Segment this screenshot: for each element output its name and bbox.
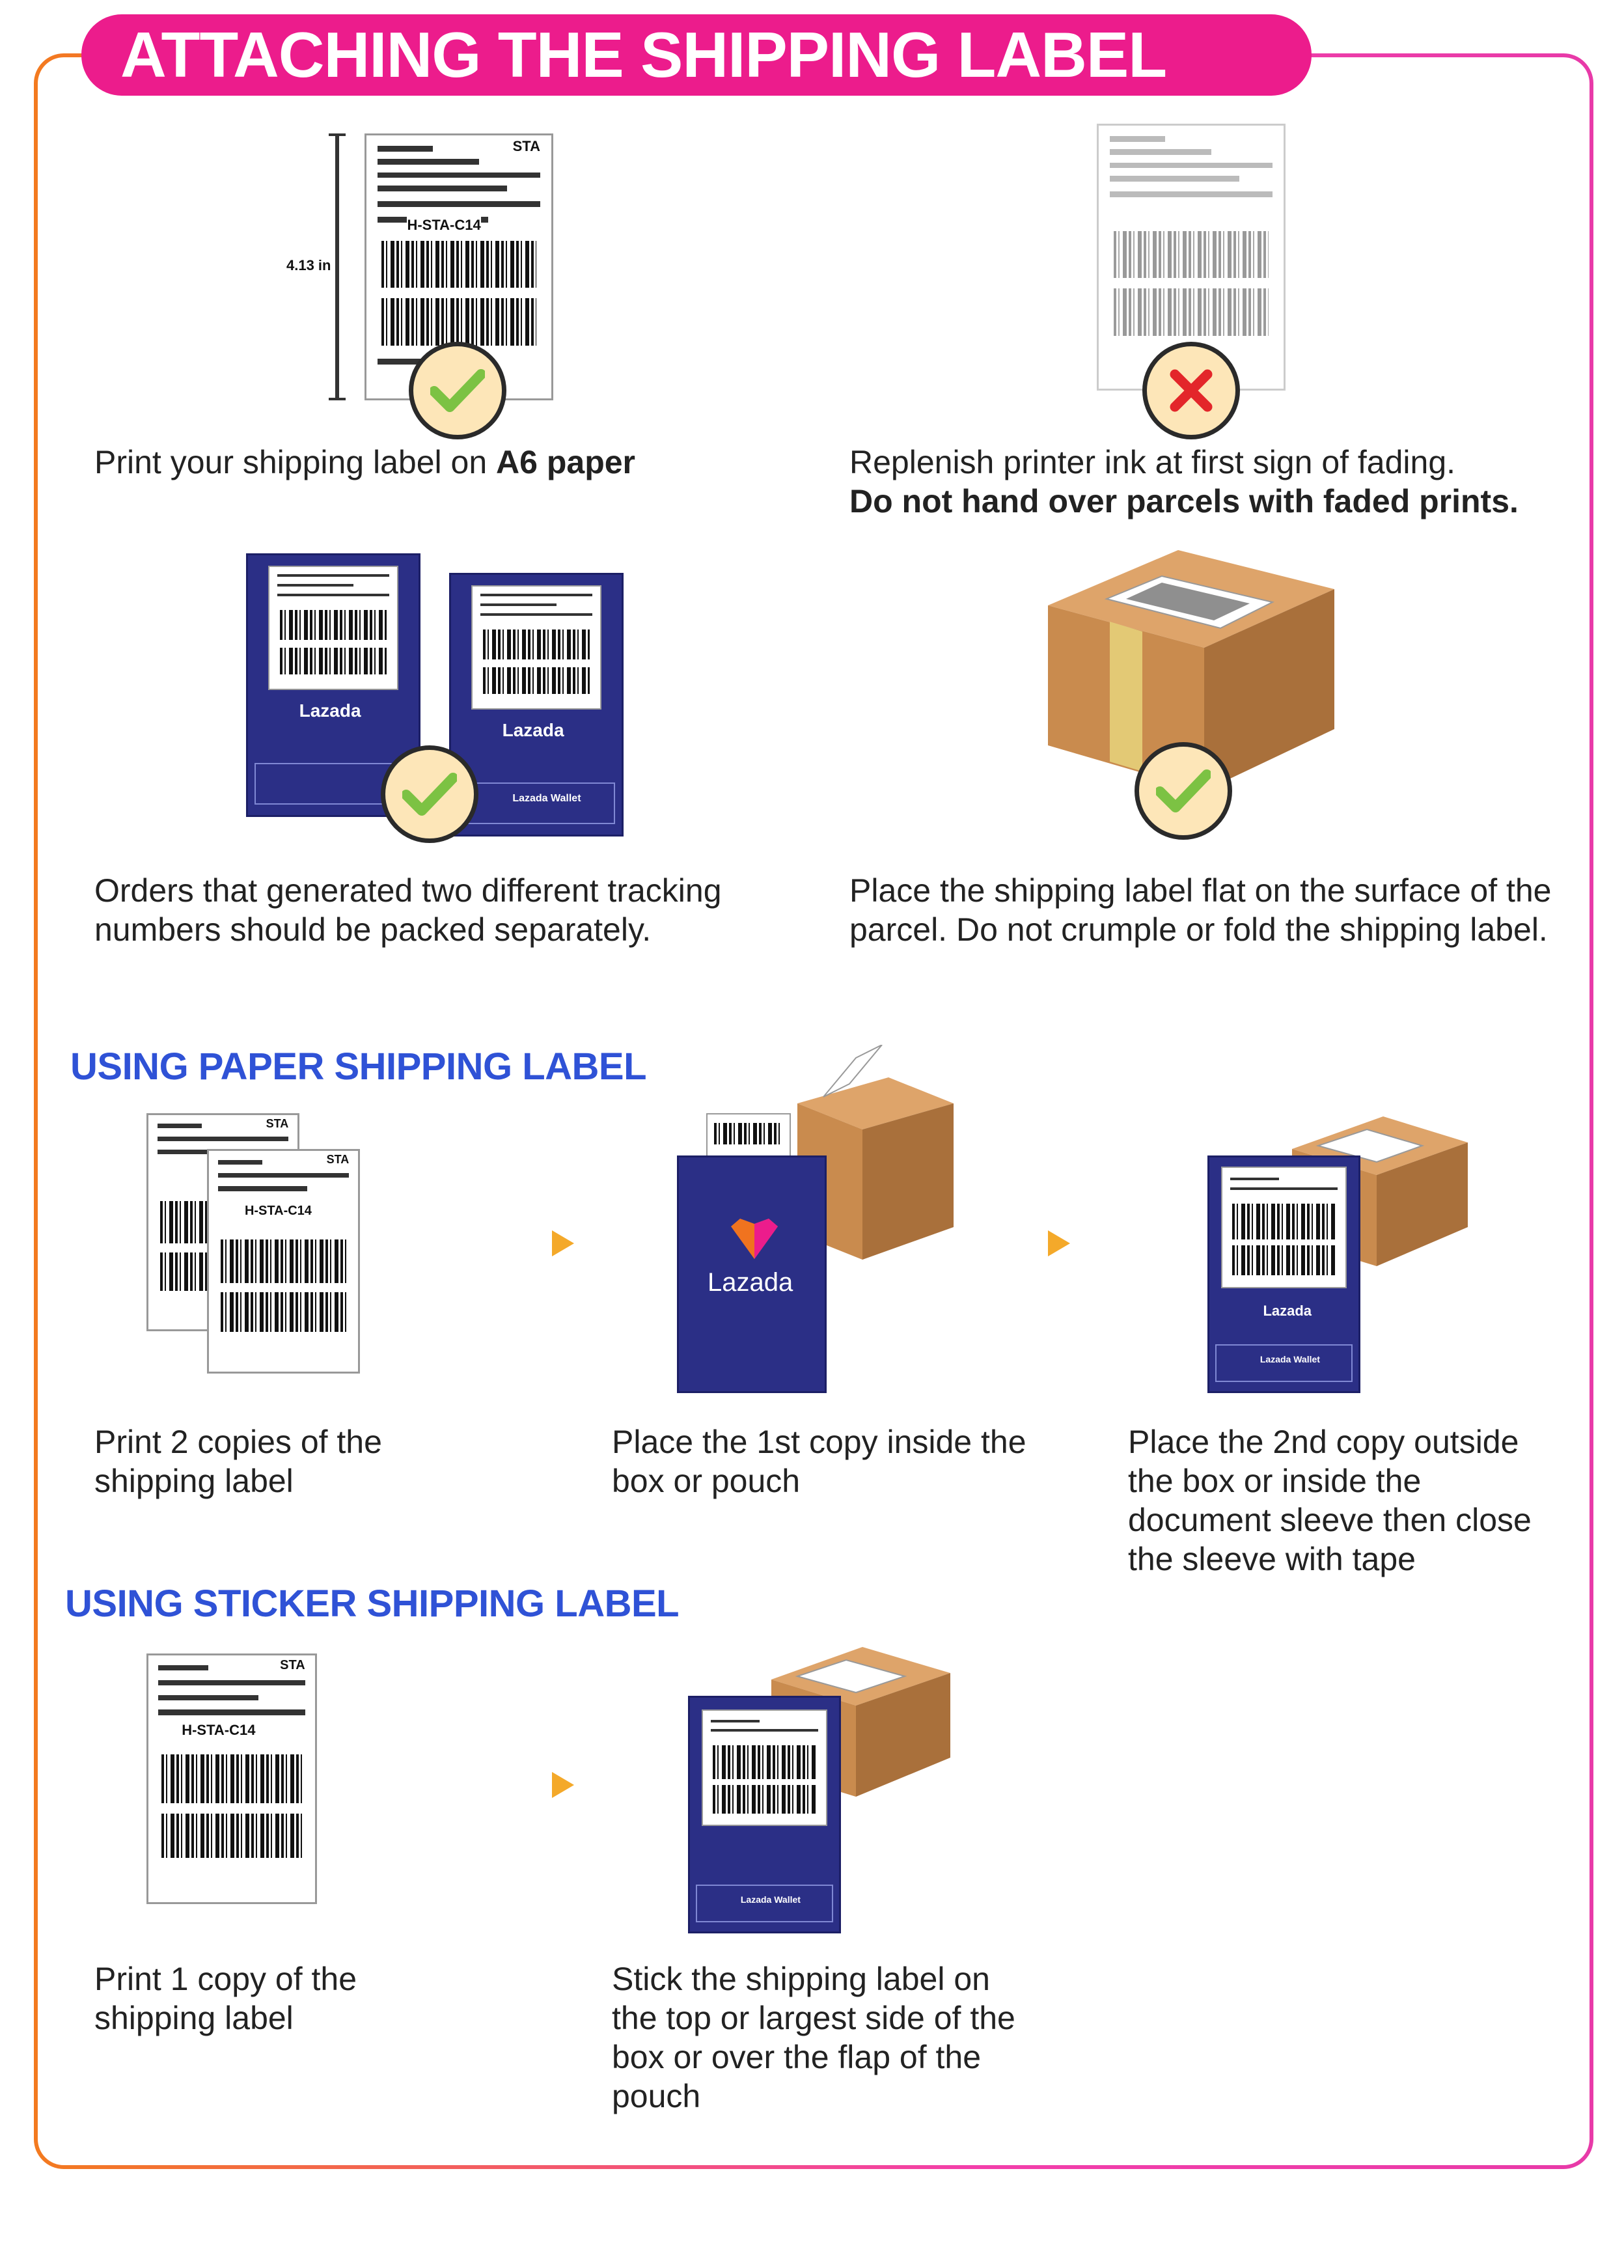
a6-shipping-label: STA H-STA-C14 [365,133,553,400]
page-title: ATTACHING THE SHIPPING LABEL [120,19,1167,90]
pouch-with-sticker: Lazada Wallet [688,1696,841,1933]
label-route-code: H-STA-C14 [244,1204,312,1219]
parcel-box [1048,550,1334,791]
label-corner-code: STA [280,1657,305,1672]
pouch-label [268,565,398,691]
pouch-wallet-label: Lazada Wallet [1259,1353,1320,1364]
caption-first-copy-inside: Place the 1st copy inside the box or pou… [612,1424,1026,1499]
paper-label-copy-2: STA H-STA-C14 [207,1149,360,1374]
label-corner-code: STA [512,138,540,155]
check-badge [1135,742,1232,840]
pouch-brand: Lazada [502,720,564,741]
pouch-wallet-label: Lazada Wallet [740,1894,801,1905]
check-icon [430,369,485,412]
cross-icon [1170,369,1213,412]
dimension-marker [335,133,339,400]
pouch-brand: Lazada [299,700,361,721]
label-corner-code: STA [326,1153,350,1167]
caption-stick-label: Stick the shipping label on the top or l… [612,1961,1015,2114]
pouch-label [471,585,601,710]
pouch-with-sleeve: Lazada Lazada Wallet [1207,1155,1360,1393]
label-route-code: H-STA-C14 [182,1722,256,1739]
caption-a6-paper: Print your shipping label on A6 paper [94,444,636,480]
title-banner: ATTACHING THE SHIPPING LABEL [81,14,1312,96]
pouch-brand: Lazada [708,1268,793,1297]
paper-section-heading: USING PAPER SHIPPING LABEL [70,1045,647,1088]
caption-print-one-copy: Print 1 copy of the shipping label [94,1961,357,2036]
inside-label [706,1113,791,1159]
play-arrow-icon [552,1772,574,1798]
check-badge [381,745,478,843]
play-arrow-icon [1048,1230,1070,1256]
caption-flat-label: Place the shipping label flat on the sur… [849,872,1552,948]
caption-faded-prints: Replenish printer ink at first sign of f… [849,444,1519,519]
dimension-marker-cap-top [329,133,346,136]
lazada-pouch: Lazada [677,1155,827,1393]
sticker-section-heading: USING STICKER SHIPPING LABEL [65,1583,680,1625]
lazada-heart-logo [731,1219,778,1259]
document-sleeve-label [1221,1167,1347,1289]
check-badge [409,342,506,439]
check-icon [1156,769,1211,812]
play-arrow-icon [552,1230,574,1256]
pouch-brand: Lazada [1263,1302,1312,1319]
label-route-code: H-STA-C14 [407,217,481,234]
sticker-on-flap [702,1709,827,1827]
sticker-label: STA H-STA-C14 [146,1653,317,1904]
label-corner-code: STA [266,1117,289,1131]
caption-second-copy-outside: Place the 2nd copy outside the box or in… [1128,1424,1532,1577]
cross-badge [1142,342,1240,439]
caption-print-two-copies: Print 2 copies of the shipping label [94,1424,382,1499]
pouch-wallet-label: Lazada Wallet [512,793,581,805]
dimension-marker-cap-bottom [329,398,346,400]
check-icon [402,773,457,816]
dimension-label: 4.13 in [286,257,331,273]
caption-separate-packing: Orders that generated two different trac… [94,872,722,948]
